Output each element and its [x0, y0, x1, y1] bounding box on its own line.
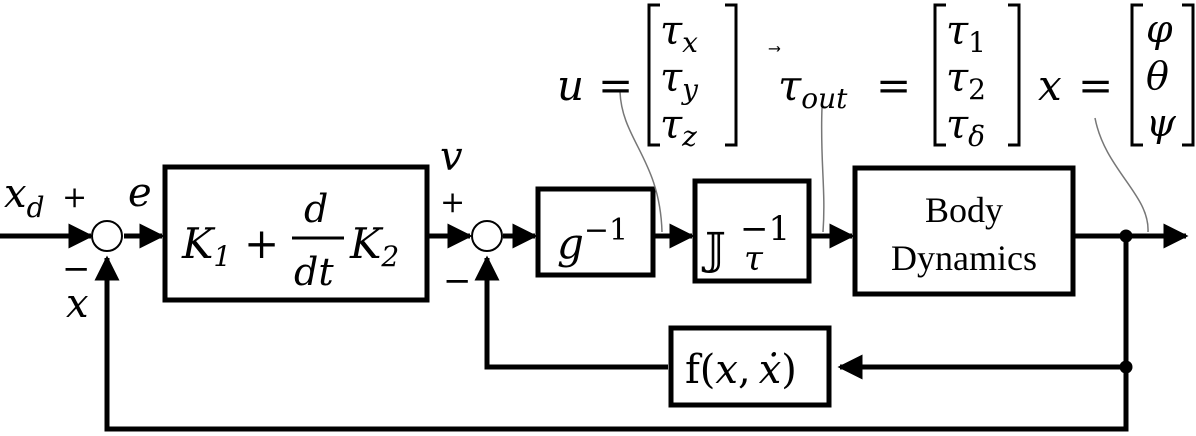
annotation-tau-out: τout ⃗ = τ1 τ2 τδ: [768, 3, 1021, 153]
leader-x: [1094, 117, 1149, 233]
svg-text:−1: −1: [740, 209, 790, 249]
body-dynamics-line2: Dynamics: [891, 238, 1037, 278]
label-v: v: [440, 134, 463, 180]
pd-expression: K1 + d dt K2: [181, 187, 399, 294]
annotation-u: u = τx τy τz: [557, 3, 738, 153]
svg-text:dt: dt: [294, 250, 334, 294]
wire-f-to-sum2: [474, 255, 668, 370]
sum-junction-2: [471, 220, 503, 252]
svg-text:τ1: τ1: [946, 8, 986, 59]
f-block-label: f(x,ẋ): [685, 347, 797, 393]
svg-text:+: +: [244, 219, 279, 268]
svg-text:u: u: [557, 61, 584, 110]
junction-node-bottom: [1119, 360, 1133, 374]
signal-wires: [0, 223, 1189, 432]
leader-u: [619, 91, 663, 233]
svg-text:K1: K1: [181, 219, 231, 273]
j-inverse-block: [692, 178, 812, 284]
svg-text:τout: τout: [778, 61, 848, 115]
svg-text:τ2: τ2: [946, 55, 986, 106]
body-dynamics-line1: Body: [925, 190, 1003, 230]
annotation-x: x = φ θ ψ: [1038, 3, 1195, 147]
svg-text:τy: τy: [660, 55, 699, 106]
sign-sum2-plus: +: [440, 185, 465, 220]
body-dynamics-block: [852, 165, 1076, 297]
sum-junction-1: [91, 220, 123, 252]
leader-tau-out: [820, 107, 825, 233]
svg-text:τz: τz: [660, 102, 697, 153]
svg-text:=: =: [1078, 61, 1113, 110]
svg-text:d: d: [304, 187, 328, 231]
svg-text:τδ: τδ: [946, 102, 985, 153]
pd-controller-block: [162, 164, 430, 303]
svg-text:ψ: ψ: [1146, 101, 1177, 145]
sign-sum1-minus: −: [62, 249, 91, 289]
svg-text:K2: K2: [349, 219, 399, 273]
g-inverse-label: g−1: [557, 213, 628, 268]
label-x-feedback: x: [66, 281, 89, 327]
f-block: [668, 325, 832, 408]
wire-outer-feedback: [94, 255, 1129, 432]
svg-text:φ: φ: [1146, 7, 1173, 51]
svg-text:τ: τ: [744, 239, 764, 279]
g-inverse-block: [535, 186, 656, 278]
svg-text:θ: θ: [1146, 54, 1169, 98]
svg-text:τx: τx: [660, 8, 698, 59]
j-inverse-label: 𝕁 −1 τ: [701, 209, 790, 279]
junction-node-top: [1119, 229, 1133, 243]
label-xd: xd: [4, 171, 45, 224]
sign-sum2-minus: −: [443, 261, 472, 301]
svg-text:⃗: ⃗: [768, 46, 781, 52]
svg-text:=: =: [876, 61, 911, 110]
svg-text:x: x: [1038, 61, 1062, 110]
sign-sum1-plus: +: [62, 180, 87, 215]
svg-text:=: =: [598, 61, 633, 110]
label-e: e: [128, 170, 152, 216]
svg-text:𝕁: 𝕁: [701, 224, 726, 275]
